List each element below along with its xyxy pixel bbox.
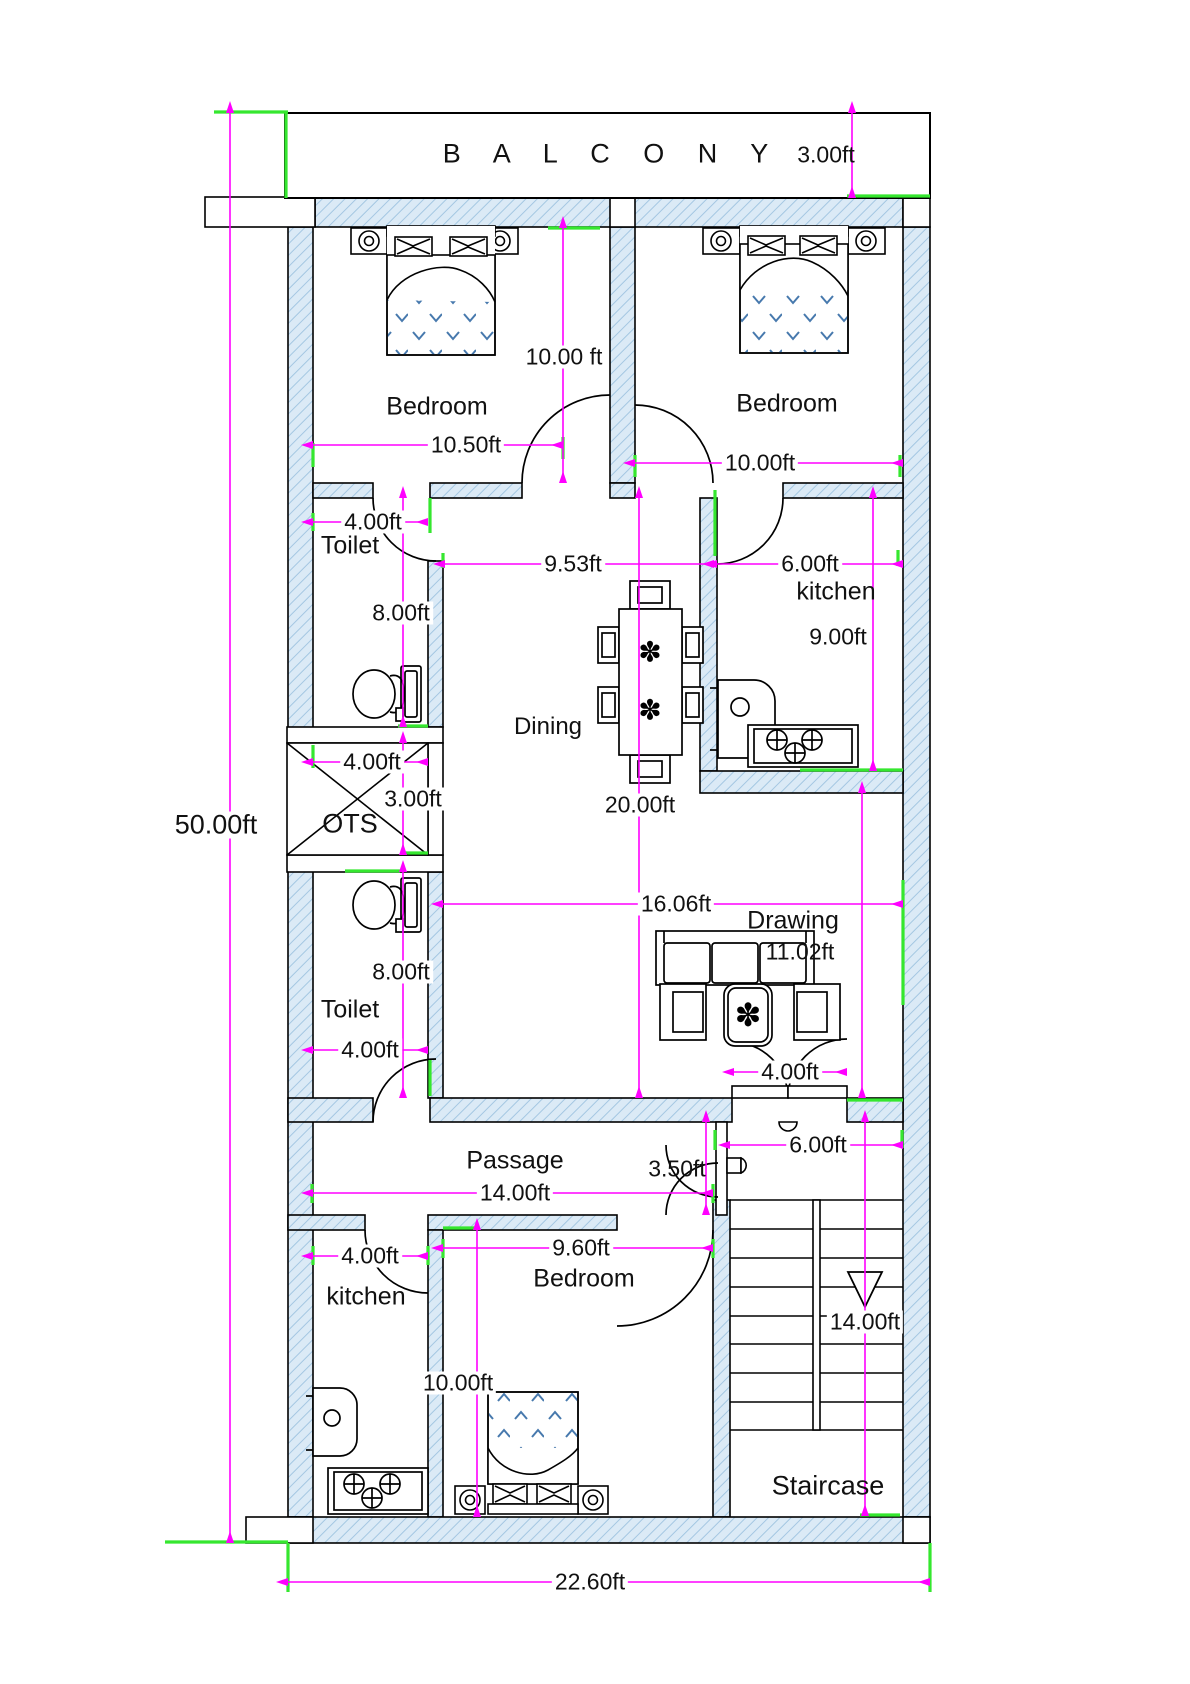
- door-bedroom-top-left: [521, 394, 611, 484]
- bedroom-tl-height-dim: 10.00 ft: [522, 345, 606, 369]
- sofa-icon: [655, 930, 815, 986]
- staircase-height-dim: 14.00ft: [826, 1310, 904, 1334]
- toilet-bottom-door-dim: 4.00ft: [338, 1038, 402, 1062]
- door-kitchen-bottom: [364, 1229, 429, 1294]
- ots-width-dim: 4.00ft: [340, 750, 404, 774]
- kitchen-top-stove-icon: [747, 724, 859, 768]
- passage-label: Passage: [466, 1146, 564, 1175]
- kitchen-bottom-stove-icon: [327, 1467, 429, 1515]
- hall-height-dim: 20.00ft: [601, 793, 679, 817]
- dining-flower-icon: ✽: [638, 636, 662, 668]
- door-kitchen-top: [716, 497, 784, 565]
- dining-flower-icon: ✽: [638, 694, 662, 726]
- toilet-top-height-dim: 8.00ft: [369, 601, 433, 625]
- ots-label: OTS: [322, 808, 378, 839]
- coffee-table-icon: [723, 983, 773, 1047]
- door-bedroom-top-right: [634, 404, 714, 484]
- armchair-right-icon: [793, 983, 841, 1041]
- wc-top-icon: [352, 665, 422, 723]
- drawing-door-width-dim: 4.00ft: [758, 1060, 822, 1084]
- drawing-label: Drawing: [747, 906, 839, 935]
- toilet-top-width-dim: 4.00ft: [341, 510, 405, 534]
- bedroom-top-left-label: Bedroom: [386, 392, 488, 421]
- bedroom-top-right-label: Bedroom: [736, 389, 838, 418]
- toilet-bottom-label: Toilet: [320, 995, 380, 1024]
- bed-top-left-icon: [350, 225, 519, 356]
- armchair-left-icon: [659, 983, 707, 1041]
- balcony-outline: [284, 112, 931, 199]
- kitchen-top-label: kitchen: [796, 577, 876, 606]
- stair-hall-width-dim: 6.00ft: [786, 1133, 850, 1157]
- bedroom-bottom-height-dim: 10.00ft: [419, 1371, 497, 1395]
- kitchen-bottom-sink-icon: [306, 1387, 358, 1457]
- coffee-table-plant-icon: ✽: [734, 997, 762, 1033]
- dining-label: Dining: [513, 713, 583, 740]
- door-toilet-top: [372, 497, 437, 562]
- drawing-width-dim: 16.06ft: [637, 892, 715, 916]
- balcony-label: B A L C O N Y: [442, 138, 782, 169]
- bedroom-tr-width-dim: 10.00ft: [721, 451, 799, 475]
- staircase-label: Staircase: [771, 1470, 885, 1501]
- bedroom-bottom-width-dim: 9.60ft: [549, 1236, 613, 1260]
- bed-top-right-icon: [702, 225, 886, 354]
- overall-height-dim: 50.00ft: [171, 811, 261, 839]
- overall-width-dim: 22.60ft: [551, 1570, 629, 1594]
- door-toilet-bottom: [372, 1058, 437, 1123]
- toilet-bottom-height-dim: 8.00ft: [369, 960, 433, 984]
- toilet-top-label: Toilet: [320, 531, 380, 560]
- balcony-depth-dim: 3.00ft: [797, 141, 855, 168]
- bed-bottom-icon: [454, 1391, 609, 1515]
- double-door-leaves: [726, 1085, 848, 1175]
- kitchen-top-width-dim: 6.00ft: [778, 552, 842, 576]
- ots-height-dim: 3.00ft: [381, 787, 445, 811]
- passage-width-dim: 14.00ft: [476, 1181, 554, 1205]
- dining-width-dim: 9.53ft: [541, 552, 605, 576]
- bedroom-tl-width-dim: 10.50ft: [427, 433, 505, 457]
- drawing-height-dim: 11.02ft: [765, 938, 835, 965]
- wc-bottom-icon: [352, 877, 422, 933]
- bedroom-bottom-label: Bedroom: [533, 1264, 635, 1293]
- kitchen-bottom-label: kitchen: [326, 1282, 406, 1311]
- dining-table-icon: [597, 580, 704, 784]
- cad-highlights: [165, 110, 932, 1592]
- door-knob-icon: [740, 1156, 747, 1175]
- door-knob-icon: [778, 1121, 798, 1132]
- passage-height-dim: 3.50ft: [648, 1155, 706, 1182]
- kitchen-top-height-dim: 9.00ft: [806, 625, 870, 649]
- kitchen-bottom-width-dim: 4.00ft: [338, 1244, 402, 1268]
